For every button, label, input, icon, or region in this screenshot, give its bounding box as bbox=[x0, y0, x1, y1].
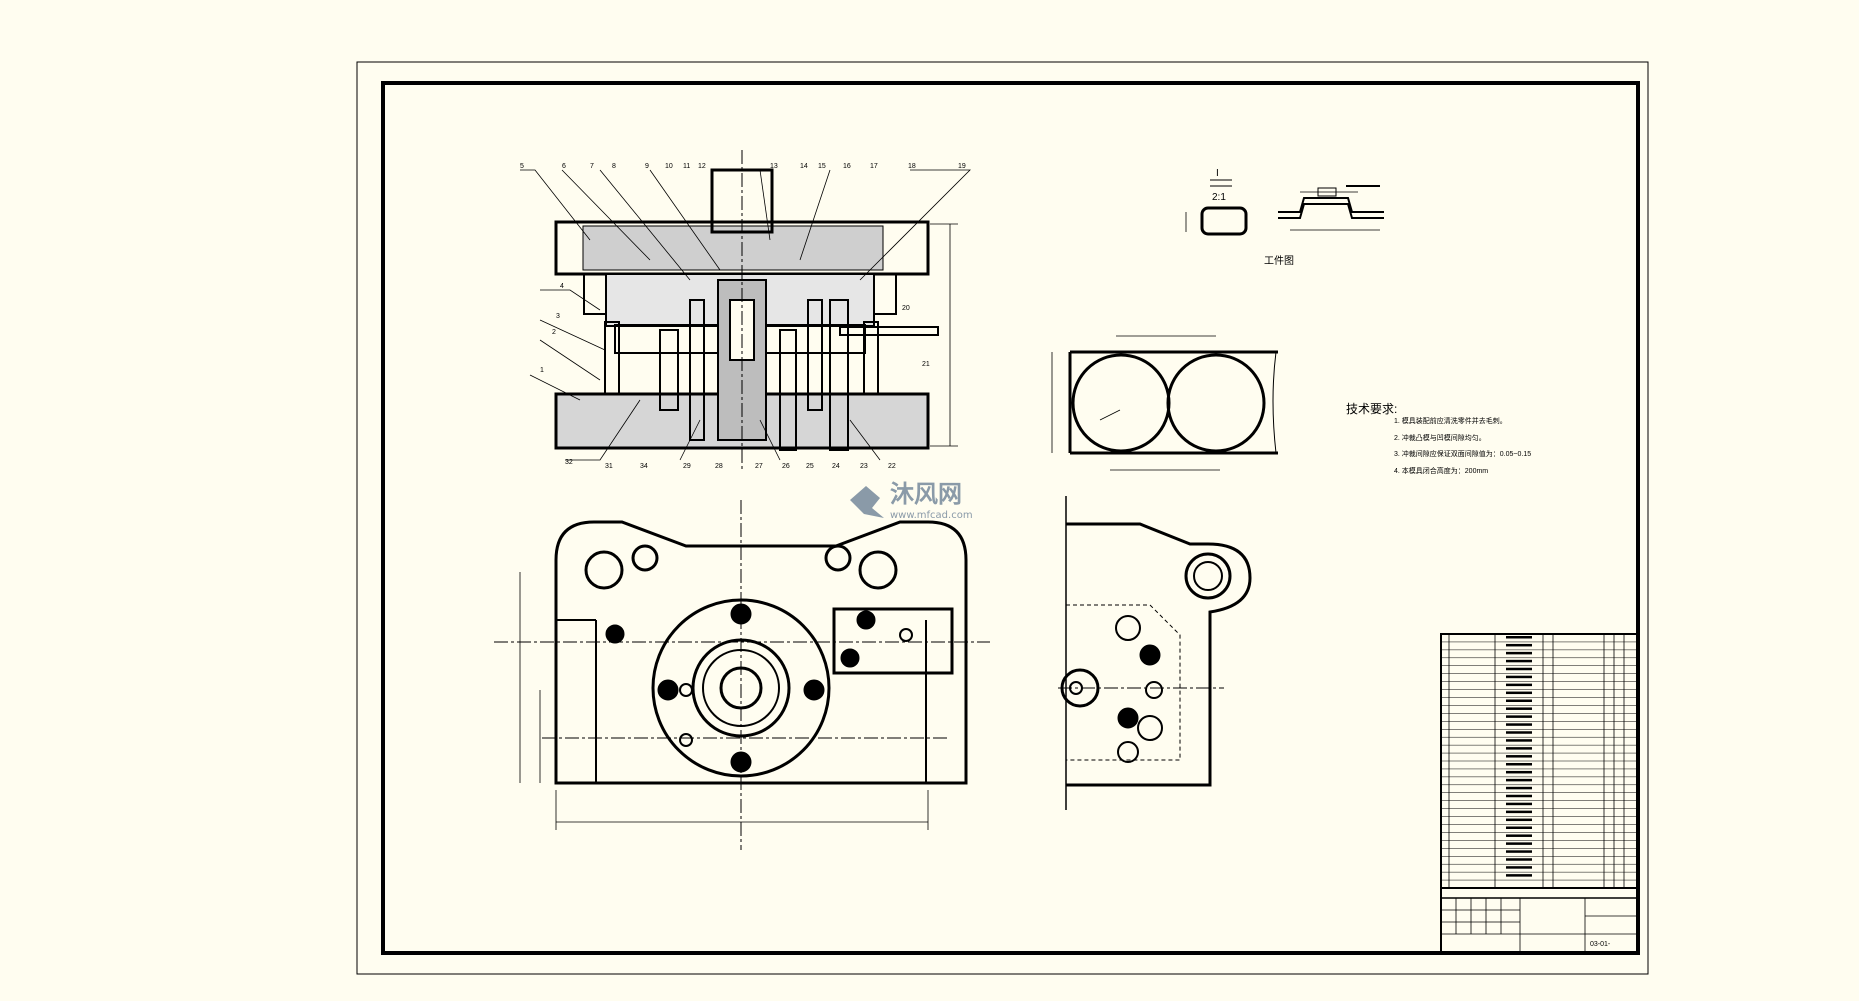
bom-row-text-mark bbox=[1506, 818, 1532, 822]
part-number: 13 bbox=[770, 163, 778, 170]
bom-row-text-mark bbox=[1506, 707, 1532, 710]
part-number: 21 bbox=[922, 361, 930, 368]
bom-row-text-mark bbox=[1506, 866, 1532, 869]
part-number: 14 bbox=[800, 163, 808, 170]
part-number: 25 bbox=[806, 463, 814, 470]
part-number: 16 bbox=[843, 163, 851, 170]
plan-view bbox=[494, 500, 990, 850]
sheet-outer-border bbox=[356, 61, 1649, 975]
part-number: 23 bbox=[860, 463, 868, 470]
bom-row-text-mark bbox=[1506, 834, 1532, 837]
part-number: 24 bbox=[832, 463, 840, 470]
part-number: 19 bbox=[958, 163, 966, 170]
part-number: 31 bbox=[605, 463, 613, 470]
watermark-url: www.mfcad.com bbox=[890, 510, 973, 521]
side-view bbox=[1058, 496, 1252, 810]
bom-row-text-mark bbox=[1506, 794, 1532, 798]
bom-row-text-mark bbox=[1506, 770, 1532, 774]
part-number: 27 bbox=[755, 463, 763, 470]
bom-row-text-mark bbox=[1506, 850, 1532, 853]
bom-row-text-mark bbox=[1506, 699, 1532, 702]
tech-requirement-item: 4. 本模具闭合高度为：200mm bbox=[1394, 466, 1488, 475]
bom-row-text-mark bbox=[1506, 675, 1532, 679]
bom-row-text-mark bbox=[1506, 810, 1532, 814]
bom-row-text-mark bbox=[1506, 842, 1532, 845]
part-number: 28 bbox=[715, 463, 723, 470]
bom-row-text-mark bbox=[1506, 755, 1532, 758]
watermark: 沐风网 www.mfcad.com bbox=[850, 480, 973, 521]
part-number: 4 bbox=[560, 283, 564, 290]
bom-rows bbox=[1441, 636, 1638, 881]
part-number: 2 bbox=[552, 329, 556, 336]
part-number: 32 bbox=[565, 459, 573, 466]
part-number: 9 bbox=[645, 163, 649, 170]
bom-row-text-mark bbox=[1506, 643, 1532, 647]
part-number: 26 bbox=[782, 463, 790, 470]
part-number: 20 bbox=[902, 305, 910, 312]
part-number: 6 bbox=[562, 163, 566, 170]
bom-row-text-mark bbox=[1506, 826, 1532, 829]
part-number: 8 bbox=[612, 163, 616, 170]
part-number: 22 bbox=[888, 463, 896, 470]
bom-row-text-mark bbox=[1506, 691, 1532, 695]
part-number-labels: 5 6 7 8 9 10 11 12 13 14 15 16 17 18 19 … bbox=[520, 163, 966, 470]
front-section-view bbox=[520, 150, 971, 470]
bom-row-text-mark bbox=[1506, 683, 1532, 687]
bom-row-text-mark bbox=[1506, 731, 1532, 734]
bom-row-text-mark bbox=[1506, 659, 1532, 663]
tech-requirement-item: 1. 模具装配前应清洗零件并去毛刺。 bbox=[1394, 416, 1507, 425]
workpiece-caption: 工件图 bbox=[1264, 255, 1294, 267]
bom-row-text-mark bbox=[1506, 739, 1532, 742]
bom-row-text-mark bbox=[1506, 747, 1532, 750]
bom-row-text-mark bbox=[1506, 763, 1532, 766]
bom-row-text-mark bbox=[1506, 636, 1532, 639]
section-mark: I bbox=[1216, 168, 1219, 179]
part-number: 15 bbox=[818, 163, 826, 170]
part-number: 10 bbox=[665, 163, 673, 170]
part-number: 3 bbox=[556, 313, 560, 320]
bom-row-text-mark bbox=[1506, 778, 1532, 782]
bom-row-text-mark bbox=[1506, 786, 1532, 790]
watermark-logo-icon bbox=[850, 486, 884, 518]
bom-row-text-mark bbox=[1506, 651, 1532, 655]
strip-layout bbox=[1051, 335, 1278, 471]
workpiece-detail bbox=[1185, 179, 1384, 236]
part-number: 17 bbox=[870, 163, 878, 170]
drawing-number: 03-01- bbox=[1590, 941, 1611, 948]
part-number: 11 bbox=[683, 163, 690, 170]
technical-requirements: 技术要求: 1. 模具装配前应清洗零件并去毛刺。 2. 冲裁凸模与凹模间隙均匀。… bbox=[1346, 402, 1531, 475]
part-number: 12 bbox=[698, 163, 706, 170]
part-number: 1 bbox=[540, 367, 544, 374]
part-number: 34 bbox=[640, 463, 648, 470]
tech-requirement-item: 3. 冲裁间隙应保证双面间隙值为：0.05~0.15 bbox=[1394, 449, 1531, 458]
bom-row-text-mark bbox=[1506, 802, 1532, 806]
watermark-brand: 沐风网 bbox=[890, 480, 962, 508]
bom-row-text-mark bbox=[1506, 723, 1532, 726]
sheet-inner-frame bbox=[381, 81, 1640, 955]
tech-requirements-title: 技术要求: bbox=[1346, 402, 1397, 416]
part-number: 18 bbox=[908, 163, 916, 170]
part-number: 7 bbox=[590, 163, 594, 170]
bom-row-text-mark bbox=[1506, 715, 1532, 718]
bom-row-text-mark bbox=[1506, 858, 1532, 861]
bom-row-text-mark bbox=[1506, 874, 1532, 877]
detail-scale-label: 2:1 bbox=[1212, 192, 1226, 203]
part-number: 5 bbox=[520, 163, 524, 170]
bom-row-text-mark bbox=[1506, 667, 1532, 671]
tech-requirement-item: 2. 冲裁凸模与凹模间隙均匀。 bbox=[1394, 433, 1486, 442]
part-number: 29 bbox=[683, 463, 691, 470]
